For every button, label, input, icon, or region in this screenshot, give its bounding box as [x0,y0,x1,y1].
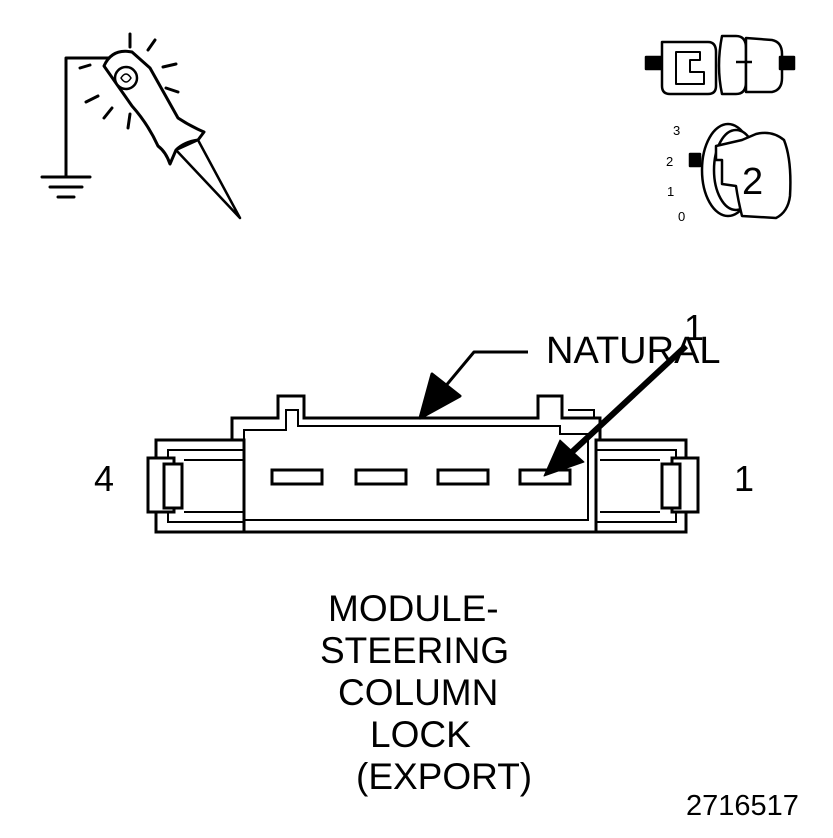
caption-line-4: LOCK [370,714,471,755]
pin-cavity-4 [270,468,324,486]
pin-cavity-2 [436,468,490,486]
ground-symbol-icon [40,175,92,199]
right-pin-number: 1 [734,458,754,499]
pin-1-callout-arrow [543,343,689,477]
left-pin-number: 4 [94,458,114,499]
caption-line-5: (EXPORT) [356,756,533,797]
caption-line-3: COLUMN [338,672,499,713]
ignition-key-number: 2 [742,161,763,203]
ignition-position-0: 0 [678,209,685,224]
caption-line-1: MODULE- [328,588,499,629]
pin-cavity-3 [354,468,408,486]
connector-color-label: NATURAL [546,330,721,372]
connector-body [146,394,700,534]
test-light-icon [64,32,242,220]
ignition-key-icon [688,122,792,220]
natural-leader-arrow [418,350,528,420]
ignition-position-2: 2 [666,154,673,169]
disconnected-connector-icon [644,34,796,96]
ignition-position-1: 1 [667,184,674,199]
pin-cavity-1 [518,468,572,486]
ignition-positions: 3 2 1 0 [666,123,685,224]
figure-number: 2716517 [686,790,799,822]
connector-pins [270,468,572,486]
pin-callout-number: 1 [684,307,704,348]
ignition-position-3: 3 [673,123,680,138]
caption-line-2: STEERING [320,630,510,671]
